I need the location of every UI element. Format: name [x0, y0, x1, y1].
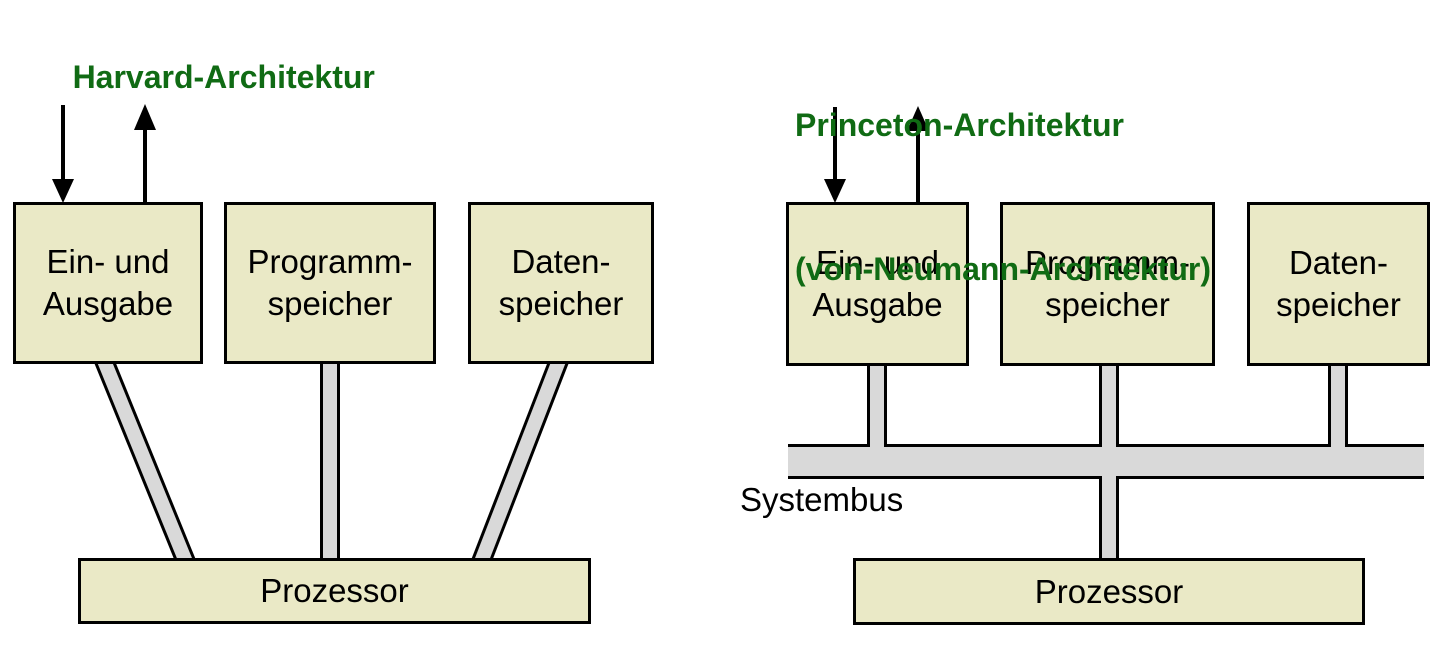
harvard-title-text: Harvard-Architektur: [72, 59, 375, 95]
box-label-line2: speicher: [267, 285, 393, 322]
box-label-line2: Ausgabe: [42, 285, 174, 322]
box-label-line2: speicher: [498, 285, 624, 322]
princeton-title-line2: (von-Neumann-Architektur): [795, 251, 1212, 287]
box-label-line1: Daten-: [511, 243, 611, 280]
harvard-processor-box: Prozessor: [78, 558, 591, 624]
box-label-line2: speicher: [1276, 286, 1401, 323]
connector-data-processor: [472, 350, 569, 570]
arrow-down-icon: [52, 179, 74, 203]
box-label-line2: speicher: [1045, 286, 1170, 323]
system-bus-label: Systembus: [740, 481, 904, 518]
princeton-io-box: Ein- und Ausgabe: [786, 202, 969, 366]
princeton-processor-box: Prozessor: [853, 558, 1365, 625]
harvard-io-arrows: [52, 104, 156, 203]
harvard-title: Harvard-Architektur: [37, 5, 375, 149]
harvard-program-memory-box: Programm- speicher: [224, 202, 436, 364]
box-label-line2: Ausgabe: [812, 286, 943, 323]
harvard-io-box: Ein- und Ausgabe: [13, 202, 203, 364]
princeton-io-arrows: [824, 106, 929, 203]
box-label-line1: Daten-: [1288, 244, 1389, 281]
princeton-data-memory-box: Daten- speicher: [1247, 202, 1430, 366]
princeton-title: Princeton-Architektur (von-Neumann-Archi…: [795, 5, 1211, 389]
arrow-up-icon: [907, 106, 929, 131]
arrow-down-icon: [824, 179, 846, 203]
arrow-up-icon: [134, 104, 156, 130]
connector-io-processor: [94, 350, 195, 570]
box-label-line1: Ein- und: [46, 243, 170, 280]
princeton-title-line1: Princeton-Architektur: [795, 107, 1124, 143]
processor-label: Prozessor: [260, 572, 409, 609]
box-label-line1: Ein- und: [816, 244, 939, 281]
box-label-line1: Programm-: [1024, 244, 1191, 281]
processor-label: Prozessor: [1034, 572, 1184, 610]
princeton-program-memory-box: Programm- speicher: [1000, 202, 1215, 366]
box-label-line1: Programm-: [247, 243, 413, 280]
harvard-data-memory-box: Daten- speicher: [468, 202, 654, 364]
